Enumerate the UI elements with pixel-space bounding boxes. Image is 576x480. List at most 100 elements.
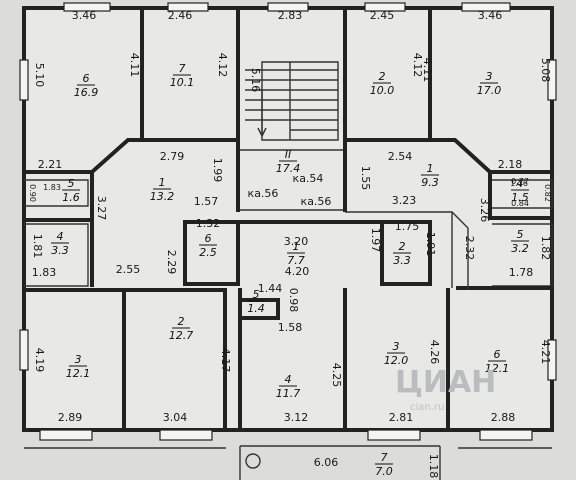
room-area: 13.2 — [150, 190, 175, 203]
fixture-icon — [245, 453, 261, 469]
dimension-label: 1.97 — [369, 228, 382, 253]
room-number: 2 — [178, 315, 185, 328]
dimension-label: 1.78 — [509, 266, 534, 279]
dimension-label: 2.32 — [463, 236, 476, 261]
room-area: 1.5 — [511, 191, 529, 204]
dimension-label: 3.23 — [392, 194, 417, 207]
room-area: 10.1 — [170, 76, 195, 89]
room-area: 3.3 — [51, 244, 69, 257]
dimension-label: ка.56 — [301, 195, 332, 208]
dimension-label: 6.06 — [314, 456, 339, 469]
dimension-label: ка.56 — [248, 187, 279, 200]
dimension-label: 4.19 — [33, 348, 46, 373]
dimension-label: 1.91 — [424, 232, 437, 257]
dimension-label: 4.26 — [428, 340, 441, 365]
room-number: 5 — [517, 228, 524, 241]
room-area: 3.3 — [393, 254, 411, 267]
dimension-label: 2.55 — [116, 263, 141, 276]
dimension-label: 1.58 — [278, 321, 303, 334]
dimension-label: 2.54 — [388, 150, 413, 163]
dimension-label: 4.12 — [216, 53, 229, 78]
dimension-label: 0.82 — [543, 184, 552, 202]
room-number: 1 — [427, 162, 434, 175]
dimension-label: 3.20 — [284, 235, 309, 248]
interior-walls-bottom — [22, 286, 554, 432]
dimension-label: 1.57 — [194, 195, 219, 208]
dimension-label: 3.46 — [72, 9, 97, 22]
dimension-label: 2.89 — [58, 411, 83, 424]
dimension-label: 4.17 — [219, 348, 232, 373]
room-area: 10.0 — [370, 84, 395, 97]
interior-walls-top — [22, 6, 554, 287]
dimension-label: 1.75 — [395, 220, 420, 233]
dimension-label: 4.11 — [128, 53, 141, 78]
room-number: 6 — [205, 232, 212, 245]
dimension-label: 2.21 — [38, 158, 63, 171]
dimension-label: 3.26 — [478, 198, 491, 223]
staircase — [245, 61, 339, 141]
watermark-subtext: cian.ru — [410, 402, 444, 413]
dimension-label: 4.20 — [285, 265, 310, 278]
room-area: 1.4 — [247, 302, 265, 315]
room-number: 1 — [159, 176, 166, 189]
room-number: 4 — [517, 177, 524, 190]
dimension-label: 4.21 — [539, 340, 552, 365]
room-area: 7.7 — [287, 254, 305, 267]
dimension-label: 0.77 — [511, 177, 529, 186]
dimension-label: ка.54 — [293, 172, 324, 185]
dimension-label: 1.83 — [43, 183, 61, 192]
room-number: 7 — [381, 451, 388, 464]
dimension-label: 2.81 — [389, 411, 414, 424]
room-number: 2 — [379, 70, 386, 83]
dimension-label: 2.83 — [278, 9, 303, 22]
dimension-label: 5.08 — [539, 58, 552, 83]
room-number: 6 — [494, 348, 501, 361]
room-number: II — [285, 148, 292, 161]
room-area: 17.4 — [276, 162, 301, 175]
dimension-label: 2.18 — [498, 158, 523, 171]
room-number: 6 — [83, 72, 90, 85]
room-area: 12.0 — [384, 354, 409, 367]
room-area: 11.7 — [276, 387, 301, 400]
dimension-label: 1.99 — [211, 158, 224, 183]
room-area: 17.0 — [477, 84, 502, 97]
dimension-label: 4.25 — [330, 363, 343, 388]
room-area: 12.1 — [66, 367, 91, 380]
dimension-label: 1.81 — [31, 234, 44, 259]
dimension-label: 4.12 — [411, 53, 424, 78]
dimension-label: 1.44 — [258, 282, 283, 295]
room-number: 7 — [179, 62, 186, 75]
room-number: 3 — [393, 340, 400, 353]
room-area: 7.0 — [375, 465, 393, 478]
room-number: 5 — [68, 177, 75, 190]
windows — [19, 2, 557, 441]
dimension-label: 1.32 — [196, 217, 221, 230]
room-area: 16.9 — [74, 86, 99, 99]
room-number: 3 — [75, 353, 82, 366]
room-number: 5 — [253, 288, 260, 301]
dimension-label: 3.12 — [284, 411, 309, 424]
dimension-label: 3.46 — [478, 9, 503, 22]
room-number: 4 — [285, 373, 292, 386]
room-number: 3 — [486, 70, 493, 83]
dimension-label: 0.98 — [287, 288, 300, 313]
room-number: 4 — [57, 230, 64, 243]
dimension-label: 0.90 — [28, 184, 37, 202]
dimension-label: 3.04 — [163, 411, 188, 424]
dimension-label: 2.29 — [165, 250, 178, 275]
dimension-label: 3.27 — [95, 196, 108, 221]
room-area: 2.5 — [199, 246, 217, 259]
dimension-label: 1.83 — [32, 266, 57, 279]
room-area: 1.6 — [62, 191, 80, 204]
room-area: 12.7 — [169, 329, 194, 342]
room-area: 12.1 — [485, 362, 510, 375]
dimension-label: 2.46 — [168, 9, 193, 22]
room-number: 1 — [293, 240, 300, 253]
dimension-label: 1.55 — [359, 166, 372, 191]
room-area: 9.3 — [421, 176, 439, 189]
watermark-text: ЦИАН — [395, 365, 496, 400]
dimension-label: 1.18 — [427, 454, 440, 479]
dimension-label: 5.10 — [33, 63, 46, 88]
room-area: 3.2 — [511, 242, 529, 255]
